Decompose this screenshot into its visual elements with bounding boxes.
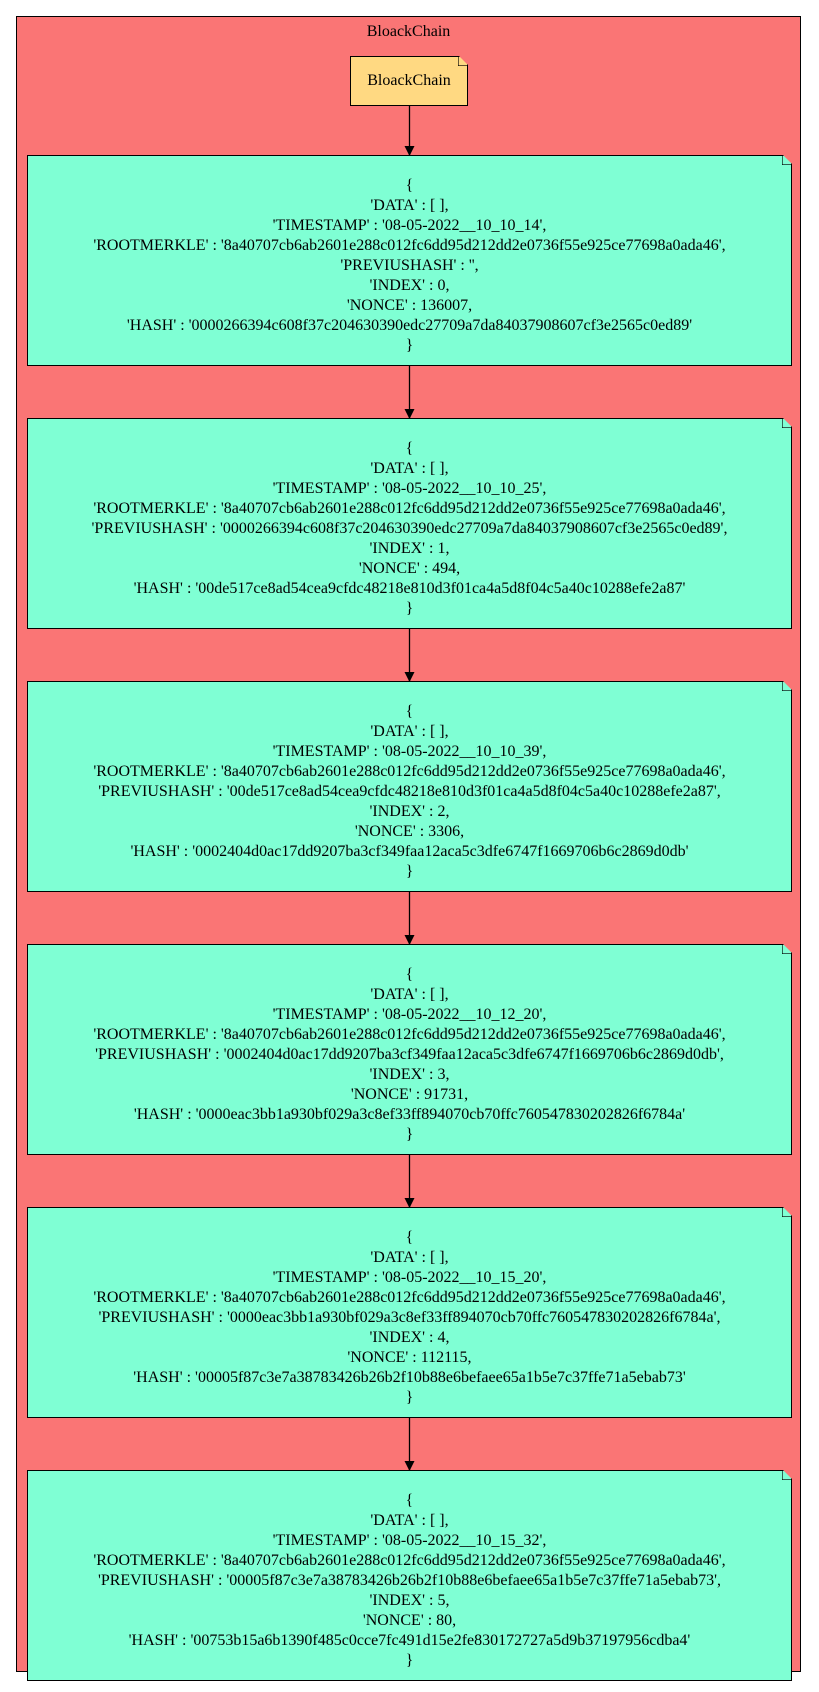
block-field-prevhash: 'PREVIUSHASH' : '0002404d0ac17dd9207ba3c…	[95, 1046, 724, 1063]
block-field-prevhash: 'PREVIUSHASH' : '00de517ce8ad54cea9cfdc4…	[98, 783, 721, 800]
block-field-rootmerkle: 'ROOTMERKLE' : '8a40707cb6ab2601e288c012…	[93, 1026, 726, 1043]
root-node: BloackChain	[350, 56, 468, 106]
block-field-data: 'DATA' : [ ],	[370, 1512, 449, 1529]
block-field-open: {	[405, 703, 414, 720]
block-field-close: }	[405, 1389, 414, 1406]
block-field-close: }	[405, 1126, 414, 1143]
block-field-timestamp: 'TIMESTAMP' : '08-05-2022__10_10_39',	[272, 743, 547, 760]
block-field-hash: 'HASH' : '0000eac3bb1a930bf029a3c8ef33ff…	[133, 1106, 686, 1123]
block-field-rootmerkle: 'ROOTMERKLE' : '8a40707cb6ab2601e288c012…	[93, 763, 726, 780]
block-field-timestamp: 'TIMESTAMP' : '08-05-2022__10_10_14',	[272, 217, 547, 234]
block-field-open: {	[405, 1229, 414, 1246]
block-field-open: {	[405, 177, 414, 194]
block-field-hash: 'HASH' : '0000266394c608f37c204630390edc…	[126, 317, 693, 334]
block-field-open: {	[405, 440, 414, 457]
root-node-label: BloackChain	[367, 72, 451, 89]
block-node-0: { 'DATA' : [ ], 'TIMESTAMP' : '08-05-2022_…	[27, 155, 792, 366]
block-node-4: { 'DATA' : [ ], 'TIMESTAMP' : '08-05-2022_…	[27, 1207, 792, 1418]
block-field-data: 'DATA' : [ ],	[370, 460, 449, 477]
block-field-nonce: 'NONCE' : 80,	[362, 1612, 457, 1629]
block-field-open: {	[405, 966, 414, 983]
block-field-index: 'INDEX' : 0,	[369, 277, 450, 294]
block-field-timestamp: 'TIMESTAMP' : '08-05-2022__10_15_20',	[272, 1269, 547, 1286]
block-field-index: 'INDEX' : 5,	[369, 1592, 450, 1609]
block-field-nonce: 'NONCE' : 494,	[358, 560, 461, 577]
block-field-prevhash: 'PREVIUSHASH' : '',	[340, 257, 479, 274]
block-field-close: }	[405, 863, 414, 880]
block-field-hash: 'HASH' : '00005f87c3e7a38783426b26b2f10b…	[133, 1369, 686, 1386]
block-node-5: { 'DATA' : [ ], 'TIMESTAMP' : '08-05-2022_…	[27, 1470, 792, 1681]
block-field-prevhash: 'PREVIUSHASH' : '0000eac3bb1a930bf029a3c…	[98, 1309, 721, 1326]
block-field-timestamp: 'TIMESTAMP' : '08-05-2022__10_12_20',	[272, 1006, 547, 1023]
block-field-index: 'INDEX' : 2,	[369, 803, 450, 820]
block-field-open: {	[405, 1492, 414, 1509]
block-node-3: { 'DATA' : [ ], 'TIMESTAMP' : '08-05-2022_…	[27, 944, 792, 1155]
block-field-hash: 'HASH' : '00753b15a6b1390f485c0cce7fc491…	[128, 1632, 691, 1649]
block-field-rootmerkle: 'ROOTMERKLE' : '8a40707cb6ab2601e288c012…	[93, 500, 726, 517]
block-field-data: 'DATA' : [ ],	[370, 197, 449, 214]
block-field-close: }	[405, 337, 414, 354]
block-field-nonce: 'NONCE' : 112115,	[347, 1349, 472, 1366]
block-field-data: 'DATA' : [ ],	[370, 1249, 449, 1266]
block-field-rootmerkle: 'ROOTMERKLE' : '8a40707cb6ab2601e288c012…	[93, 1552, 726, 1569]
block-field-nonce: 'NONCE' : 91731,	[350, 1086, 469, 1103]
block-field-data: 'DATA' : [ ],	[370, 986, 449, 1003]
block-field-rootmerkle: 'ROOTMERKLE' : '8a40707cb6ab2601e288c012…	[93, 237, 726, 254]
block-field-close: }	[405, 1652, 414, 1669]
block-node-1: { 'DATA' : [ ], 'TIMESTAMP' : '08-05-2022_…	[27, 418, 792, 629]
block-field-data: 'DATA' : [ ],	[370, 723, 449, 740]
block-field-index: 'INDEX' : 4,	[369, 1329, 450, 1346]
cluster-label: BloackChain	[366, 23, 451, 40]
block-field-hash: 'HASH' : '0002404d0ac17dd9207ba3cf349faa…	[130, 843, 689, 860]
block-field-close: }	[405, 600, 414, 617]
block-field-nonce: 'NONCE' : 136007,	[346, 297, 473, 314]
block-field-prevhash: 'PREVIUSHASH' : '00005f87c3e7a38783426b2…	[97, 1572, 722, 1589]
block-field-hash: 'HASH' : '00de517ce8ad54cea9cfdc48218e81…	[133, 580, 686, 597]
block-field-nonce: 'NONCE' : 3306,	[354, 823, 465, 840]
block-node-2: { 'DATA' : [ ], 'TIMESTAMP' : '08-05-2022_…	[27, 681, 792, 892]
block-field-index: 'INDEX' : 1,	[369, 540, 450, 557]
block-field-timestamp: 'TIMESTAMP' : '08-05-2022__10_15_32',	[272, 1532, 547, 1549]
block-field-prevhash: 'PREVIUSHASH' : '0000266394c608f37c20463…	[91, 520, 728, 537]
block-field-index: 'INDEX' : 3,	[369, 1066, 450, 1083]
block-field-timestamp: 'TIMESTAMP' : '08-05-2022__10_10_25',	[272, 480, 547, 497]
block-field-rootmerkle: 'ROOTMERKLE' : '8a40707cb6ab2601e288c012…	[93, 1289, 726, 1306]
